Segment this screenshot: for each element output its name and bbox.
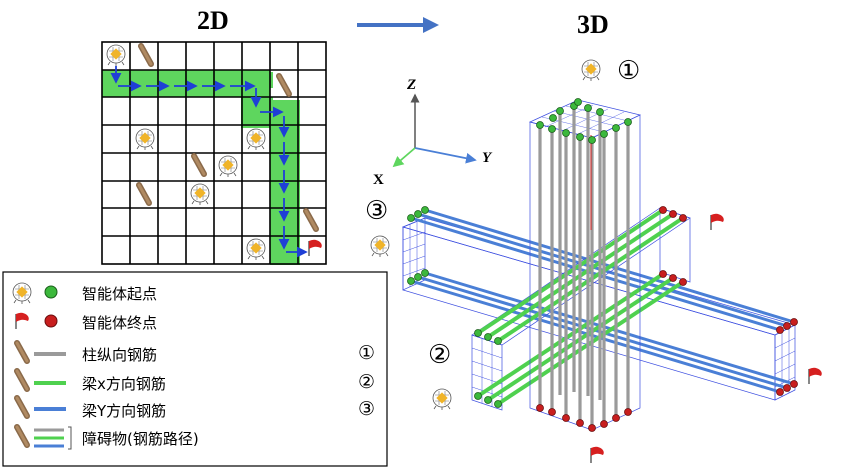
obstacle-icon: [194, 156, 204, 174]
obstacle-icon: [17, 371, 27, 389]
agent-icon: [190, 183, 210, 206]
legend-label-obstacle: 障碍物(钢筋路径): [82, 430, 199, 448]
legend-number-3: ③: [358, 398, 376, 420]
obstacle-icon: [17, 398, 27, 416]
legend-box: [2, 271, 388, 467]
agent-icon: [246, 128, 266, 151]
agent-icon: [432, 388, 452, 411]
agent-icon: [246, 238, 266, 261]
agent-icon: [135, 128, 155, 151]
agent-icon: [12, 282, 32, 305]
flag-icon: [590, 446, 605, 464]
obstacle-icon: [306, 211, 316, 229]
obstacle-icon: [279, 76, 289, 94]
grid-2d: [101, 41, 327, 265]
axis-y-label: Y: [482, 150, 492, 166]
marker-2: ②: [428, 340, 452, 370]
agent-icon: [581, 59, 601, 82]
obstacle-icon: [17, 427, 27, 445]
title-3d: 3D: [577, 10, 609, 39]
legend-label-beam-x: 梁x方向钢筋: [82, 375, 166, 393]
path-arrows: [110, 66, 308, 258]
title-2d: 2D: [197, 6, 229, 35]
legend-label-column: 柱纵向钢筋: [82, 346, 158, 364]
axis-z-label: Z: [407, 77, 417, 93]
start-dot-icon: [44, 285, 58, 299]
legend-number-2: ②: [358, 371, 376, 393]
agent-icon: [218, 155, 238, 178]
flag-icon: [808, 367, 823, 385]
flag-icon: [710, 213, 725, 231]
marker-3: ③: [365, 196, 389, 226]
obstacle-icon: [141, 46, 151, 64]
agent-icon: [370, 235, 390, 258]
flag-icon: [308, 239, 323, 257]
legend-label-end: 智能体终点: [82, 314, 158, 332]
legend-label-beam-y: 梁Y方向钢筋: [82, 402, 167, 420]
axis-x-label: X: [373, 172, 384, 188]
obstacle-icon: [17, 343, 27, 361]
legend-label-start: 智能体起点: [82, 285, 158, 303]
marker-1: ①: [617, 56, 641, 86]
obstacle-icon: [139, 185, 149, 203]
structure-3d: [370, 59, 823, 464]
agent-icon: [106, 44, 126, 67]
legend-number-1: ①: [358, 342, 376, 364]
end-dot-icon: [44, 314, 58, 328]
flag-icon: [15, 312, 30, 330]
